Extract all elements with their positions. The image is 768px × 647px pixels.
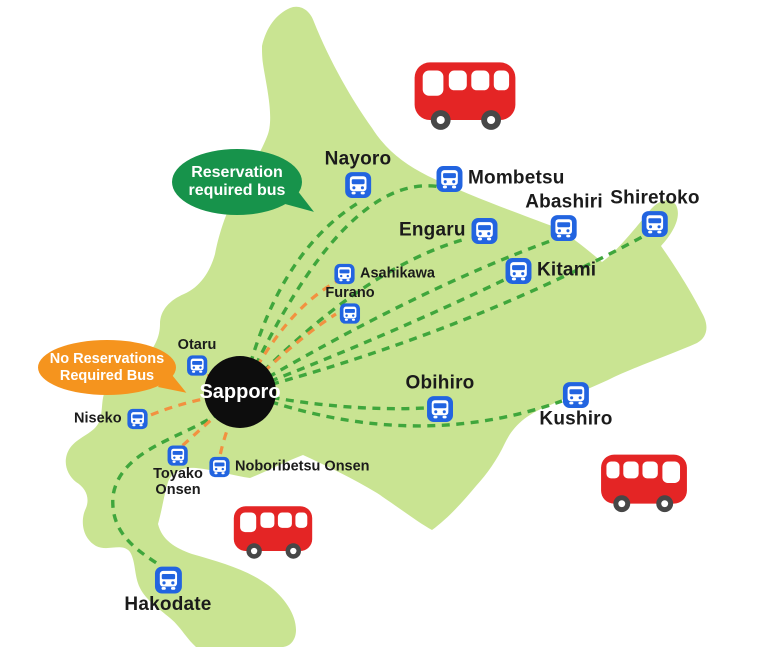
bus-stop-icon: [563, 382, 590, 409]
legend-no-reservation-label: No Reservations Required Bus: [49, 350, 165, 384]
bus-stop-icon: [186, 355, 208, 376]
city-engaru: Engaru: [399, 218, 498, 245]
city-hakodate-label: Hakodate: [124, 594, 212, 616]
route-sapporo-abashiri: [242, 238, 554, 394]
route-sapporo-niseko: [145, 390, 244, 419]
city-shiretoko-label: Shiretoko: [610, 187, 700, 209]
route-sapporo-toyako: [179, 390, 245, 449]
bus-stop-icon: [436, 166, 463, 193]
city-otaru-label: Otaru: [177, 337, 217, 354]
city-kitami-label: Kitami: [537, 259, 597, 281]
route-sapporo-hakodate: [111, 410, 222, 566]
route-sapporo-engaru: [241, 238, 463, 394]
city-hakodate: Hakodate: [124, 566, 211, 616]
sapporo-hub: Sapporo: [199, 356, 281, 428]
city-abashiri: Abashiri: [525, 191, 603, 242]
bus-stop-icon: [167, 445, 189, 466]
city-obihiro-label: Obihiro: [405, 372, 475, 394]
red-bus-illustration: [231, 502, 315, 562]
bus-stop-icon: [209, 456, 230, 478]
city-asahikawa-label: Asahikawa: [360, 265, 435, 282]
sapporo-hub-label: Sapporo: [199, 380, 281, 403]
city-kushiro: Kushiro: [539, 382, 612, 431]
city-mombetsu-label: Mombetsu: [468, 167, 565, 189]
city-kitami: Kitami: [505, 258, 596, 285]
route-sapporo-shiretoko: [242, 235, 643, 394]
city-nayoro-label: Nayoro: [324, 148, 392, 170]
city-niseko-label: Niseko: [74, 410, 122, 427]
city-engaru-label: Engaru: [399, 219, 466, 241]
bus-stop-icon: [126, 408, 148, 430]
city-abashiri-label: Abashiri: [525, 191, 603, 213]
route-sapporo-kitami: [242, 276, 509, 394]
city-niseko: Niseko: [74, 408, 148, 430]
route-sapporo-mombetsu: [241, 184, 442, 393]
bus-stop-icon: [505, 258, 532, 285]
city-furano-label: Furano: [325, 285, 375, 302]
city-otaru: Otaru: [177, 337, 217, 376]
legend-no-reservation-bubble: No Reservations Required Bus: [38, 340, 176, 395]
city-toyako-onsen-label: Toyako Onsen: [153, 466, 203, 498]
bus-stop-icon: [551, 214, 578, 241]
bus-stop-icon: [334, 263, 355, 285]
city-noboribetsu-onsen-label: Noboribetsu Onsen: [235, 458, 370, 475]
city-asahikawa: Asahikawa: [334, 263, 435, 285]
route-sapporo-kushiro: [242, 390, 563, 428]
city-obihiro: Obihiro: [405, 372, 475, 423]
hokkaido-landmass: [65, 6, 707, 647]
legend-reservation-required-label: Reservation required bus: [188, 163, 286, 199]
bus-stop-icon: [426, 395, 453, 422]
city-furano: Furano: [325, 285, 375, 324]
legend-reservation-required-bubble: Reservation required bus: [172, 149, 302, 215]
bus-stop-icon: [154, 566, 182, 594]
city-mombetsu: Mombetsu: [436, 166, 565, 193]
city-kushiro-label: Kushiro: [539, 408, 613, 430]
bus-stop-icon: [642, 210, 669, 237]
city-nayoro: Nayoro: [324, 148, 392, 199]
city-noboribetsu-onsen: Noboribetsu Onsen: [209, 456, 370, 478]
red-bus-illustration: [598, 450, 690, 516]
red-bus-illustration: [411, 57, 519, 134]
route-sapporo-obihiro: [242, 390, 427, 411]
bus-stop-icon: [344, 171, 371, 198]
city-shiretoko: Shiretoko: [610, 187, 700, 238]
city-toyako-onsen: Toyako Onsen: [153, 445, 203, 499]
bus-stop-icon: [471, 218, 498, 245]
bus-stop-icon: [339, 303, 361, 324]
